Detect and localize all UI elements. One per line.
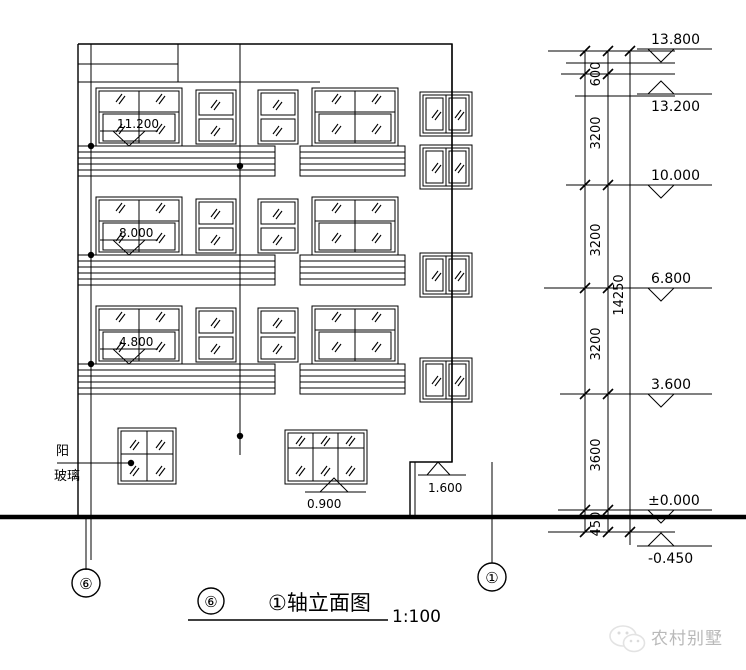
elevation-mark: 10.000 (637, 168, 712, 199)
facade-level-value: 4.800 (119, 335, 153, 349)
facade-level-value: 1.600 (428, 481, 462, 495)
dimension-label: 3200 (589, 327, 604, 360)
dimension-label: 3200 (589, 223, 604, 256)
elevation-mark: 13.800 (637, 32, 712, 63)
title-block: ⑥ ①轴立面图 1:100 (188, 587, 441, 627)
elevation-value: ±0.000 (648, 493, 700, 509)
elevation-mark: ±0.000 (637, 493, 712, 524)
dimension-segment-labels: 600 3200 3200 3200 3600 450 14250 (589, 62, 627, 537)
window (311, 196, 399, 256)
title-axis-prefix: ⑥ (204, 593, 217, 611)
floor-band (299, 363, 406, 395)
elevation-mark-group: 13.800 13.200 10.000 6.800 3.600 (637, 32, 712, 567)
window (195, 89, 237, 145)
wechat-icon (609, 625, 646, 653)
grid-node-dots (87, 142, 244, 467)
window (257, 307, 299, 363)
note-label-top: 阳 (56, 444, 69, 459)
floor-band (77, 254, 276, 286)
elevation-value: 6.800 (651, 271, 691, 287)
drawing-title: ①轴立面图 (268, 591, 371, 615)
floor-band (299, 145, 406, 177)
watermark: 农村别墅 (609, 625, 723, 653)
window-group-left-large (95, 87, 183, 365)
window (419, 357, 473, 403)
window (257, 89, 299, 145)
facade-level-marker: 0.900 (305, 477, 366, 511)
window (419, 252, 473, 298)
axis-bubble-left: ⑥ (71, 517, 101, 598)
elevation-value: -0.450 (648, 551, 693, 567)
elevation-mark: -0.450 (637, 532, 712, 567)
dimension-label: 450 (589, 512, 604, 537)
window (117, 427, 177, 485)
window (311, 87, 399, 147)
elevation-mark: 13.200 (637, 80, 712, 115)
elevation-value: 13.200 (651, 99, 700, 115)
floor-band-group (77, 145, 406, 395)
dimension-label: 3600 (589, 438, 604, 471)
window (95, 196, 183, 256)
window-group-col2 (195, 89, 237, 363)
note-label: 玻璃 (54, 469, 80, 484)
window-group-col3 (257, 89, 299, 363)
window (257, 198, 299, 254)
floor-band (77, 145, 276, 177)
axis-bubble-right: ① (477, 517, 507, 592)
window-group-ground (117, 427, 368, 485)
dimension-total-label: 14250 (612, 274, 627, 315)
floor-band (299, 254, 406, 286)
floor-band (77, 363, 276, 395)
facade-level-value: 11.200 (117, 117, 159, 131)
facade-level-marker: 1.600 (418, 461, 466, 495)
drawing-scale: 1:100 (392, 607, 441, 627)
dimension-label: 600 (589, 62, 604, 87)
facade-level-marker: 8.000 (100, 226, 158, 256)
facade-level-marker: 4.800 (100, 335, 158, 365)
window (419, 91, 473, 137)
elevation-value: 13.800 (651, 32, 700, 48)
facade-level-marker: 11.200 (100, 117, 159, 147)
dimension-ticks (579, 45, 636, 538)
window (95, 305, 183, 365)
facade-level-marker-group: 11.200 8.000 4.800 0.900 1.600 (100, 117, 466, 511)
dimension-system: 600 3200 3200 3200 3600 450 14250 (544, 45, 675, 545)
window (311, 305, 399, 365)
dimension-extension-lines (544, 50, 675, 533)
window (95, 87, 183, 147)
window (195, 198, 237, 254)
elevation-mark: 6.800 (637, 271, 712, 302)
facade-level-value: 8.000 (119, 226, 153, 240)
axis-bubble-left-label: ⑥ (79, 575, 92, 593)
window (195, 307, 237, 363)
elevation-value: 10.000 (651, 168, 700, 184)
axis-bubble-right-label: ① (485, 569, 498, 587)
window (419, 144, 473, 190)
elevation-value: 3.600 (651, 377, 691, 393)
watermark-label: 农村别墅 (651, 629, 723, 649)
material-note-leader: 阳 玻璃 (54, 444, 131, 484)
window-group-col4 (311, 87, 399, 365)
window-group-right (419, 91, 473, 403)
window (284, 429, 368, 485)
facade-level-value: 0.900 (307, 497, 341, 511)
dimension-label: 3200 (589, 116, 604, 149)
elevation-mark: 3.600 (637, 377, 712, 408)
